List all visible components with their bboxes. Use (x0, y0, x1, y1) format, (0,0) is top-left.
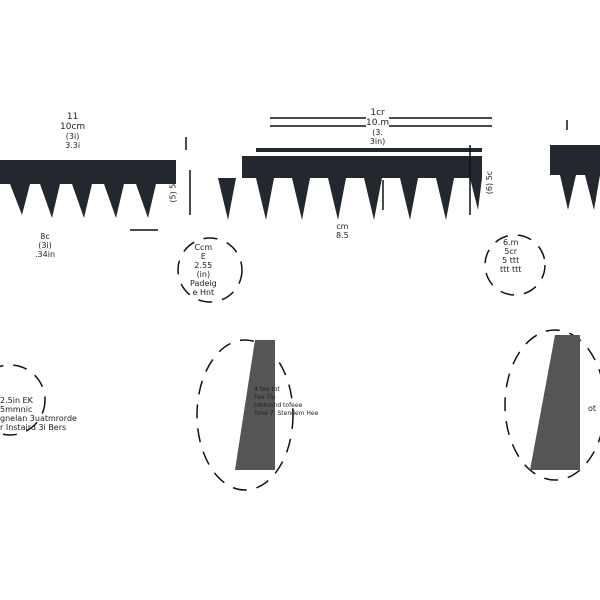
left-bottom-dimension: 8c (3i) .34in (35, 232, 55, 259)
dim-label: (5) (168, 191, 178, 203)
callout-label: 2.55 (194, 261, 213, 270)
dim-label: 3.3i (65, 141, 81, 150)
right-callout-text: 6.m 5cr 5 ttt ttt ttt (500, 238, 521, 274)
center-side-dimension: (6) 5c (485, 171, 494, 194)
note-line: gnelan 3uatmrorde (0, 414, 77, 423)
bottom-left-text: 2.5in EK 5mmnic gnelan 3uatmrorde r Inst… (0, 396, 77, 432)
callout-label: e Hnt (192, 288, 215, 297)
dim-label: 11 (66, 112, 79, 122)
callout-label: 5 ttt (502, 256, 520, 265)
note-line: 2.5in EK (0, 396, 33, 405)
note-line: Tone 7: Stendem Hee (254, 410, 319, 417)
dim-label: .34in (35, 250, 56, 259)
dim-label: 5c (485, 170, 495, 181)
dim-label: 1cr (370, 108, 385, 118)
note-line: 4 tee tot (254, 386, 280, 393)
note-line: r Instaird 3i Bers (0, 423, 67, 432)
dim-label: (3i) (65, 132, 80, 141)
note-line: 5mmnic (0, 405, 33, 414)
dim-label: (3. (372, 128, 383, 137)
right-spike-strip (550, 145, 600, 210)
spike-closeups (235, 335, 580, 470)
callout-label: Padeig (190, 279, 217, 288)
callout-label: (in) (196, 270, 211, 279)
note-line: Fee Tle (254, 394, 276, 401)
dim-label: (6) (485, 182, 495, 195)
callout-circles (0, 234, 600, 491)
left-top-dimension: 11 10cm (3i) 3.3i (60, 112, 85, 150)
left-callout-text: Ccm E 2.55 (in) Padeig e Hnt (190, 243, 217, 297)
bottom-center-text: 4 tee tot Fee Tle tobtoond tofeee Tone 7… (254, 386, 318, 418)
center-spike-strip (218, 148, 482, 220)
callout-label: ttt ttt (500, 265, 522, 274)
note-line: ot (588, 404, 597, 413)
dim-label: 8c (40, 232, 50, 241)
callout-label: 5cr (504, 247, 518, 256)
left-spike-strip (0, 160, 176, 218)
center-top-dimension: 1cr 10.m (3. 3in) (366, 108, 390, 146)
note-line: tobtoond tofeee (254, 402, 303, 409)
callout-label: Ccm (194, 243, 213, 252)
dim-label: 10.m (366, 118, 390, 128)
dim-label: cm (336, 222, 349, 231)
dim-label: 10cm (60, 122, 86, 132)
callout-label: 6.m (502, 238, 519, 247)
dim-label: 5in (168, 176, 178, 189)
dim-label: (3i) (38, 241, 52, 250)
callout-label: E (200, 252, 206, 261)
center-bottom-dimension: cm 8.5 (336, 222, 349, 240)
dim-label: 3in) (369, 137, 386, 146)
left-side-dimension: (5) 5in (169, 176, 178, 202)
dim-label: 8.5 (336, 231, 349, 240)
